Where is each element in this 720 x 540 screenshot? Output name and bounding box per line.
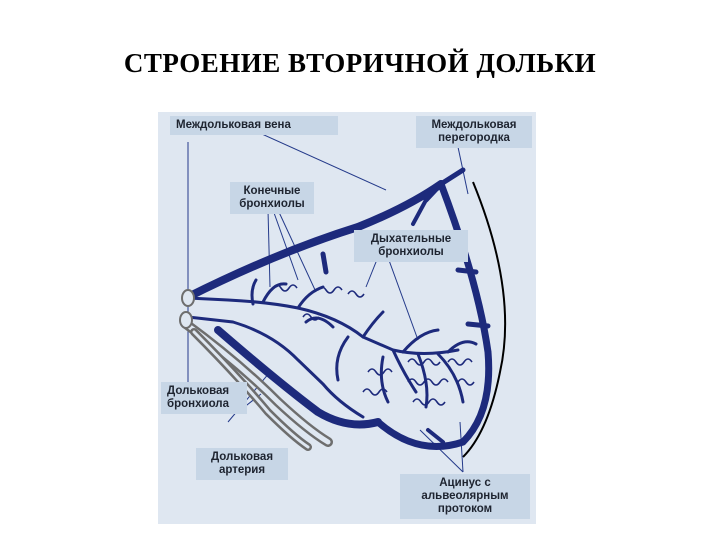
- tube-openings: [179, 289, 195, 329]
- label-lobular-bronchiole: Дольковая бронхиола: [161, 382, 247, 414]
- label-lobular-artery: Дольковая артерия: [196, 448, 288, 480]
- label-respiratory-bronchioles: Дыхательные бронхиолы: [354, 230, 468, 262]
- entering-tubes: [181, 319, 333, 451]
- lobule-diagram: Междольковая вена Междольковая перегород…: [158, 112, 536, 524]
- slide-title: СТРОЕНИЕ ВТОРИЧНОЙ ДОЛЬКИ: [123, 48, 597, 78]
- label-terminal-bronchioles: Конечные бронхиолы: [230, 182, 314, 214]
- label-interlobular-vein: Междольковая вена: [170, 116, 338, 135]
- alveolar-clusters: [272, 284, 475, 406]
- label-interlobular-septum: Междольковая перегородка: [416, 116, 532, 148]
- lobule-veins: [184, 167, 493, 450]
- septum-line: [462, 181, 507, 458]
- label-acinus-with-duct: Ацинус с альвеолярным протоком: [400, 474, 530, 519]
